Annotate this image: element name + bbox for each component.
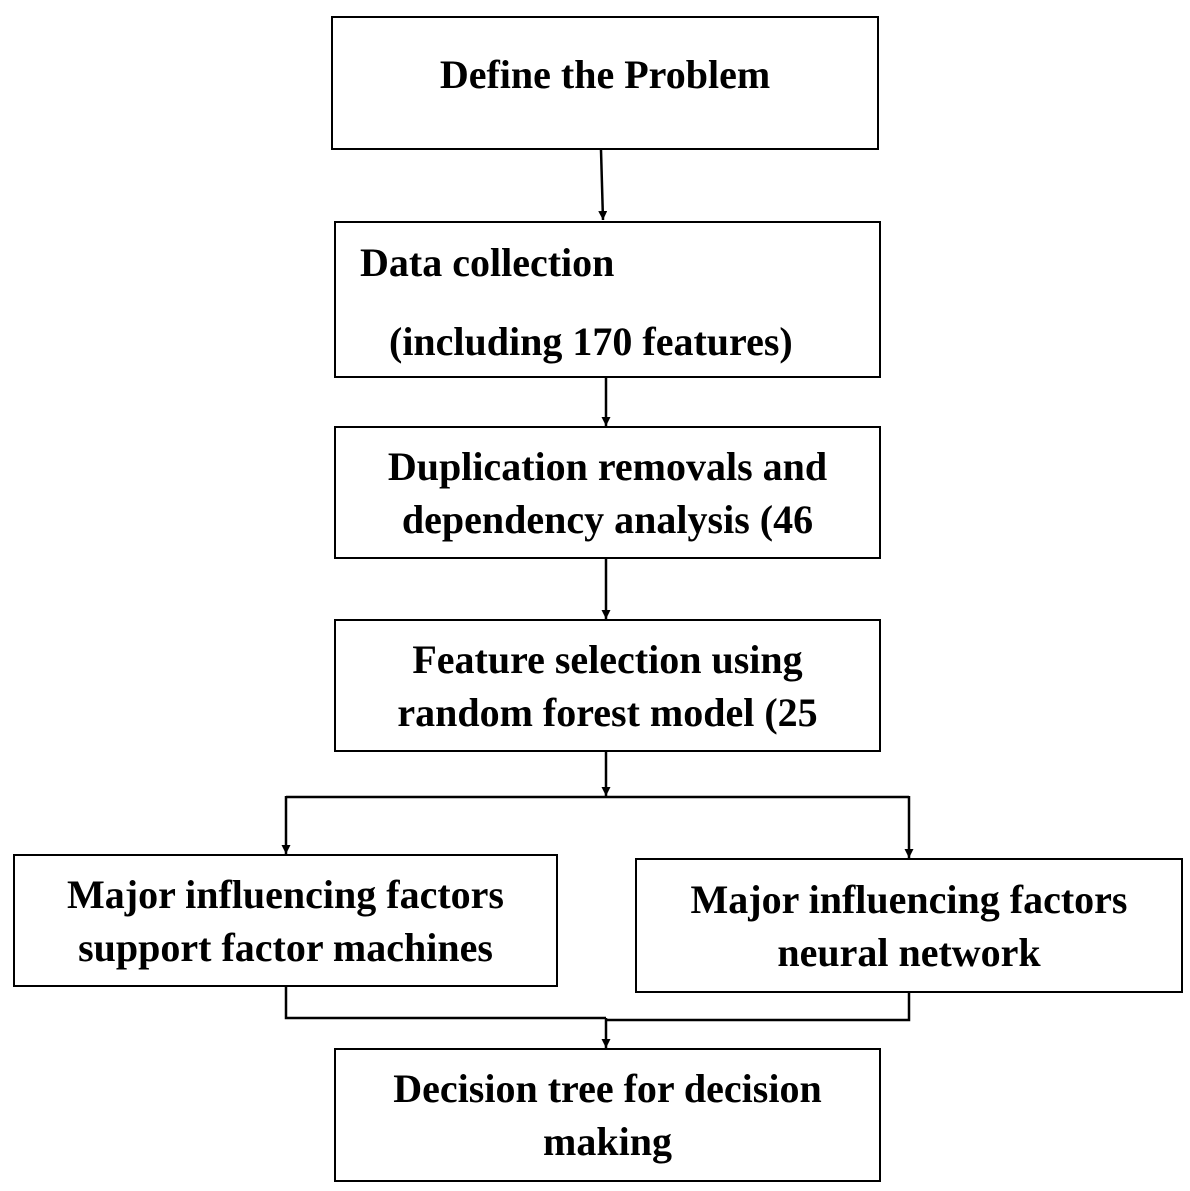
line-merge-nn bbox=[606, 993, 911, 1022]
decision-tree-line1: Decision tree for decision bbox=[393, 1066, 822, 1111]
feature-selection-line2: random forest model (25 bbox=[397, 690, 818, 735]
svm-factors-box: Major influencing factors support factor… bbox=[13, 854, 558, 987]
duplication-removal-line1: Duplication removals and bbox=[387, 444, 828, 489]
arrow-define-to-collection bbox=[598, 149, 608, 221]
svm-factors-line2: support factor machines bbox=[78, 925, 493, 970]
feature-selection-line1: Feature selection using bbox=[412, 637, 803, 682]
line-merge-svm bbox=[284, 987, 606, 1020]
data-collection-box: Data collection (including 170 features) bbox=[334, 221, 881, 378]
nn-factors-box: Major influencing factors neural network bbox=[635, 858, 1183, 993]
define-problem-box: Define the Problem bbox=[331, 16, 879, 150]
svm-factors-line1: Major influencing factors bbox=[67, 872, 504, 917]
data-collection-subtitle: (including 170 features) bbox=[389, 319, 793, 364]
duplication-removal-line2: dependency analysis (46 bbox=[401, 497, 814, 542]
feature-selection-box: Feature selection using random forest mo… bbox=[334, 619, 881, 752]
data-collection-label: Data collection bbox=[360, 240, 615, 285]
decision-tree-line2: making bbox=[543, 1119, 672, 1164]
nn-factors-line1: Major influencing factors bbox=[690, 877, 1128, 922]
decision-tree-box: Decision tree for decision making bbox=[334, 1048, 881, 1182]
nn-factors-line2: neural network bbox=[777, 930, 1041, 975]
duplication-removal-box: Duplication removals and dependency anal… bbox=[334, 426, 881, 559]
define-problem-label: Define the Problem bbox=[439, 52, 771, 97]
